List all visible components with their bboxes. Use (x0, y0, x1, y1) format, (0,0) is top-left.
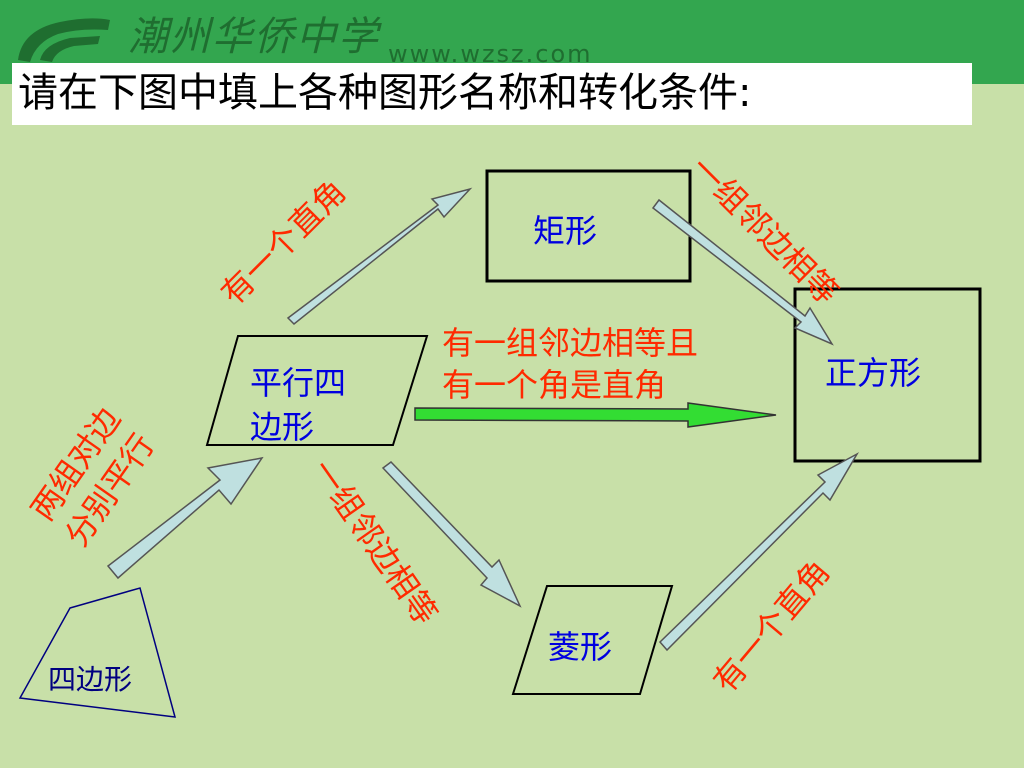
condition-direct-line1: 有一组邻边相等且 (442, 324, 699, 362)
arrow-rhombus-to-square (658, 452, 860, 652)
title-box (12, 63, 972, 125)
rhombus-shape (511, 585, 674, 695)
condition-direct-line2: 有一个角是直角 (442, 366, 667, 404)
rhombus-label: 菱形 (548, 628, 613, 666)
page-title: 请在下图中填上各种图形名称和转化条件: (18, 70, 752, 116)
arrow-rectangle-to-square (651, 198, 834, 346)
school-logo-icon (18, 18, 110, 62)
square-label: 正方形 (825, 354, 922, 392)
parallelogram-label-line1: 平行四 (250, 364, 347, 402)
arrow-parallelogram-to-square (414, 402, 777, 428)
rectangle-label: 矩形 (533, 212, 598, 250)
arrow-parallelogram-to-rhombus (381, 461, 522, 608)
quadrilateral-shape (18, 587, 177, 718)
square-shape (793, 287, 982, 463)
parallelogram-shape (205, 335, 429, 446)
arrow-parallelogram-to-rectangle (286, 187, 473, 326)
arrow-quad-to-parallelogram (106, 456, 264, 580)
quadrilateral-label: 四边形 (48, 663, 133, 696)
school-name: 潮州华侨中学 (128, 14, 380, 60)
parallelogram-label-line2: 边形 (250, 408, 315, 446)
